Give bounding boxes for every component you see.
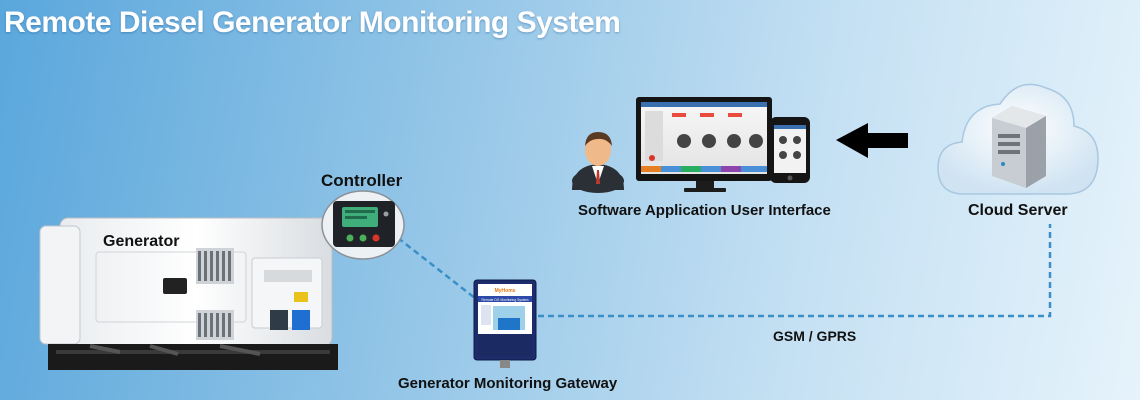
page-title: Remote Diesel Generator Monitoring Syste… <box>4 6 621 39</box>
controller-to-gateway-line <box>397 237 481 303</box>
gateway-to-cloud-line <box>538 224 1052 318</box>
diesel-generator-icon <box>39 217 338 370</box>
generator-label: Generator <box>103 233 180 250</box>
smartphone-icon <box>770 117 810 183</box>
gsm-gprs-label: GSM / GPRS <box>773 328 857 344</box>
gateway-device-icon <box>473 279 537 368</box>
software-ui-label: Software Application User Interface <box>578 202 831 219</box>
controller-panel-icon <box>321 190 405 260</box>
cloud-server-icon <box>937 83 1099 195</box>
gateway-banner-text: Remote DG Monitoring System <box>482 298 529 302</box>
link-lines <box>397 224 1052 318</box>
gateway-brand-text: MyHoms <box>495 288 516 294</box>
cloud-server-label: Cloud Server <box>968 202 1068 219</box>
user-avatar-icon <box>572 132 624 193</box>
gateway-label: Generator Monitoring Gateway <box>398 375 618 392</box>
controller-label: Controller <box>321 171 403 190</box>
arrow-left-icon <box>836 123 908 158</box>
desktop-monitor-icon <box>636 97 772 192</box>
